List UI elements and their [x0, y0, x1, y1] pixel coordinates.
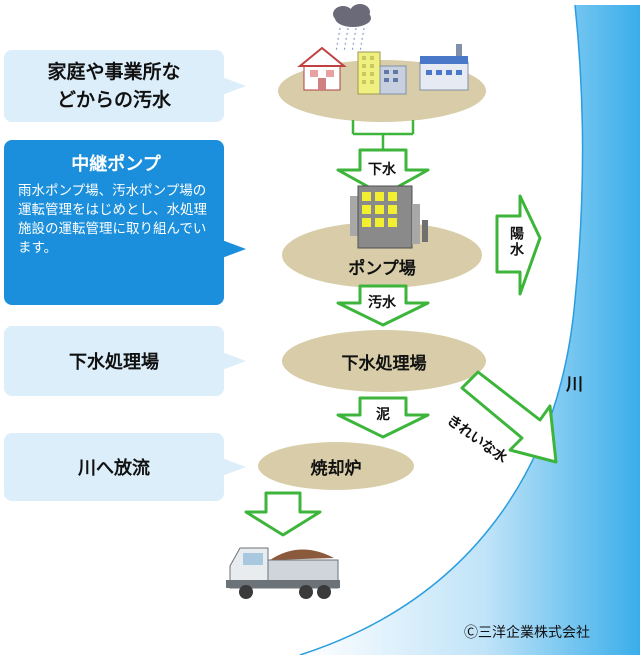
flow-label-sludge: 泥 [376, 407, 390, 423]
callout-discharge: 川へ放流 [4, 433, 246, 501]
arrow-sewage-down [336, 148, 430, 197]
callout-relay-pump: 中継ポンプ 雨水ポンプ場、汚水ポンプ場の運転管理をはじめとし、水処理施設の運転管… [4, 140, 246, 305]
callout-relay-pump-desc: 雨水ポンプ場、汚水ポンプ場の運転管理をはじめとし、水処理施設の運転管理に取り組ん… [18, 183, 207, 256]
sewer-pipe [351, 120, 415, 150]
callout-treatment-plant-text: 下水処理場 [69, 352, 159, 373]
arrow-rainwater-right [495, 194, 542, 296]
rain-cloud-icon [333, 4, 371, 53]
arrow-wastewater-down [336, 284, 430, 327]
pump-station-building-icon [350, 185, 428, 249]
stage-pump-station-label: ポンプ場 [348, 258, 416, 279]
stage-treatment-plant: 下水処理場 [282, 330, 486, 392]
arrow-clean-water [460, 370, 558, 464]
callout-relay-pump-title: 中継ポンプ [71, 154, 161, 175]
callout-discharge-text: 川へ放流 [78, 458, 150, 479]
flow-label-sewage: 下水 [368, 162, 396, 178]
flow-label-wastewater: 汚水 [368, 295, 396, 311]
arrow-sludge-down [336, 396, 430, 439]
copyright-notice: Ⓒ三洋企業株式会社 [464, 625, 590, 641]
dump-truck-icon [226, 547, 340, 599]
stage-incinerator: 焼却炉 [258, 442, 414, 490]
factory-icon [419, 44, 469, 91]
flow-label-rainwater: 陽水 [508, 226, 524, 258]
callout-sewage-sources-text: 家庭や事業所などからの汚水 [47, 61, 181, 111]
callout-sewage-sources: 家庭や事業所などからの汚水 [4, 50, 246, 122]
stage-incinerator-label: 焼却炉 [310, 458, 362, 479]
callout-treatment-plant: 下水処理場 [4, 326, 246, 396]
office-building-icon [357, 51, 407, 95]
stage-treatment-plant-label: 下水処理場 [341, 353, 427, 374]
house-icon [297, 46, 347, 91]
river-label: 川 [566, 375, 583, 395]
arrow-ash-down [244, 491, 322, 537]
